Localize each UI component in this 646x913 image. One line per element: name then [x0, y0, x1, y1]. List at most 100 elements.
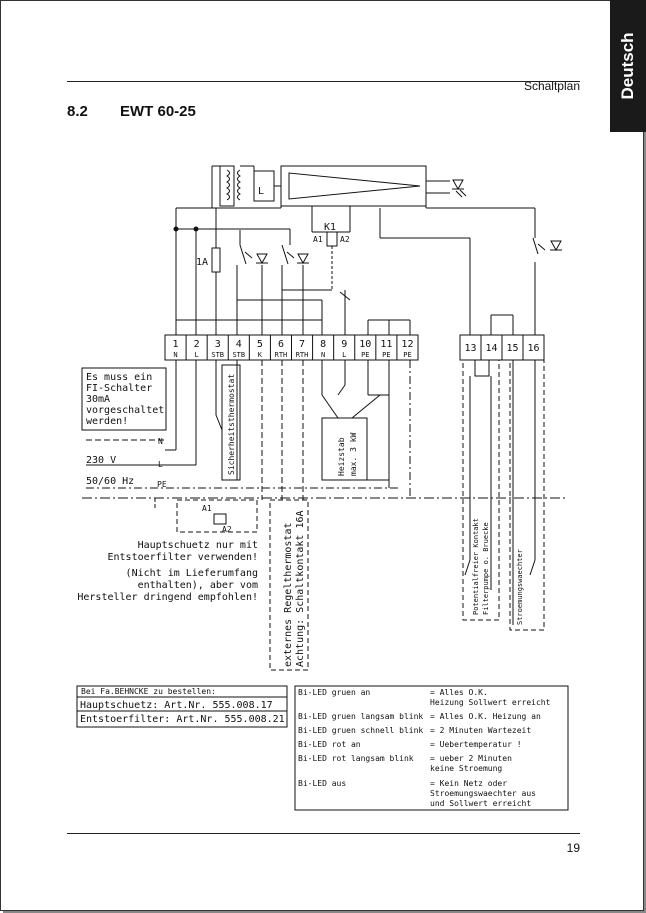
mains-l: L [158, 460, 163, 469]
contactor-note2-line: enthalten), aber vom [138, 580, 258, 591]
inductor-label: L [258, 186, 264, 197]
order-row-1: Hauptschuetz: Art.Nr. 555.008.17 [80, 700, 273, 711]
terminal-number: 10 [359, 339, 371, 350]
terminal-number: 1 [173, 339, 179, 350]
terminal-signal: RTH [296, 351, 309, 359]
terminal-number: 9 [341, 339, 347, 350]
mains-frequency: 50/60 Hz [86, 476, 134, 487]
led-state: Bi-LED gruen schnell blink [298, 726, 423, 735]
led-meaning: keine Stroemung [430, 764, 502, 773]
led-meaning: und Sollwert erreicht [430, 799, 531, 808]
pump-contact-2: Filterpumpe o. Bruecke [482, 522, 490, 615]
order-title: Bei Fa.BEHNCKE zu bestellen: [81, 687, 216, 696]
terminal-signal: STB [211, 351, 224, 359]
led-meaning: = ueber 2 Minuten [430, 754, 512, 763]
flow-switch-label: Stroemungswaechter [516, 549, 524, 625]
heater-label-2: max. 3 kW [349, 432, 358, 476]
fi-note-line: werden! [86, 416, 128, 427]
terminal-signal: STB [232, 351, 245, 359]
led-top [452, 179, 467, 198]
fi-note-line: FI-Schalter [86, 383, 152, 394]
led-meaning: Stroemungswaechter aus [430, 789, 536, 798]
led-meaning: = Alles O.K. [430, 688, 488, 697]
contactor-note-line: Entstoerfilter verwenden! [107, 552, 258, 563]
led-state: Bi-LED gruen an [298, 688, 370, 697]
order-row-2: Entstoerfilter: Art.Nr. 555.008.21 [80, 714, 285, 725]
heater: Heizstab max. 3 kW [321, 417, 368, 481]
terminal-number: 6 [278, 339, 284, 350]
terminal-number: 12 [401, 339, 413, 350]
flow-switch: Stroemungswaechter [509, 359, 545, 631]
heading-number: 8.2 [67, 103, 88, 120]
led-state: Bi-LED rot langsam blink [298, 754, 414, 763]
terminal-number: 4 [236, 339, 242, 350]
terminal-block-right: 13 14 15 16 [459, 334, 545, 361]
ext-thermostat-1: externes Regelthermostat [283, 523, 294, 668]
stb-label: Sicherheitsthermostat [227, 374, 236, 475]
led-meaning: Heizung Sollwert erreicht [430, 698, 551, 707]
fi-note-line: Es muss ein [86, 372, 152, 383]
header-rule [67, 81, 580, 82]
order-box: Bei Fa.BEHNCKE zu bestellen: Hauptschuet… [76, 685, 288, 728]
terminal-signal: L [195, 351, 199, 359]
terminal-number: 14 [485, 343, 497, 354]
terminal-number: 8 [320, 339, 326, 350]
fi-note-box: Es muss einFI-Schalter30mAvorgeschaltetw… [81, 367, 167, 431]
relay-a1: A1 [313, 235, 323, 244]
footer-rule [67, 833, 580, 834]
terminal-number: 13 [464, 343, 476, 354]
control-module [280, 165, 427, 207]
led-status-table: Bi-LED gruen an = Alles O.K. Heizung Soll… [294, 685, 569, 811]
fuse-label: 1A [196, 257, 208, 268]
optocoupler-2 [281, 244, 309, 265]
terminal-number: 2 [194, 339, 200, 350]
safety-thermostat: Sicherheitsthermostat [221, 364, 241, 481]
led-state: Bi-LED aus [298, 779, 346, 788]
inductor: L [253, 170, 275, 202]
section-label: Schaltplan [523, 79, 580, 93]
terminal-signal: PE [382, 351, 390, 359]
optocoupler-1 [239, 230, 268, 265]
terminal-number: 7 [299, 339, 305, 350]
contactor-note2-line: Hersteller dringend empfohlen! [77, 592, 258, 603]
terminal-signal: PE [403, 351, 411, 359]
contactor-note-line: Hauptschuetz nur mit [138, 540, 258, 551]
led-meaning: = Uebertemperatur ! [430, 740, 522, 749]
led-state: Bi-LED gruen langsam blink [298, 712, 423, 721]
main-contactor: A1 A2 [176, 499, 258, 534]
heater-label-1: Heizstab [337, 437, 346, 476]
relay-a2: A2 [340, 235, 350, 244]
terminal-signal: K [258, 351, 263, 359]
pump-contact-1: Potentialfreier Kontakt [472, 518, 480, 615]
heading-title: EWT 60-25 [120, 103, 196, 120]
relay-k1: K1 A1 A2 [311, 206, 351, 290]
page-shadow [3, 3, 646, 913]
terminal-signal: N [321, 351, 325, 359]
optocoupler-3 [532, 237, 562, 255]
terminal-number: 11 [380, 339, 392, 350]
terminal-number: 16 [527, 343, 539, 354]
contactor-note2-line: (Nicht im Lieferumfang [126, 568, 258, 579]
terminal-number: 5 [257, 339, 263, 350]
transformer [219, 165, 241, 207]
terminal-signal: N [173, 351, 177, 359]
terminal-signal: RTH [275, 351, 288, 359]
pump-contact: Potentialfreier Kontakt Filterpumpe o. B… [462, 359, 500, 621]
terminal-number: 15 [506, 343, 518, 354]
mains-pe: PE [157, 480, 167, 489]
relay-label: K1 [324, 222, 336, 233]
terminal-signal: L [342, 351, 346, 359]
contactor-a2: A2 [222, 525, 232, 534]
ext-thermostat-2: Achtung: Schaltkontakt 16A [295, 510, 306, 667]
terminal-signal: PE [361, 351, 369, 359]
fi-note-line: vorgeschaltet [86, 405, 164, 416]
fuse: 1A [196, 208, 221, 335]
contactor-a1: A1 [202, 504, 212, 513]
page-number: 19 [566, 841, 580, 855]
mains-voltage: 230 V [86, 455, 116, 466]
fi-note-line: 30mA [86, 394, 110, 405]
led-meaning: = Kein Netz oder [430, 779, 507, 788]
external-thermostat: externes Regelthermostat Achtung: Schalt… [269, 499, 309, 671]
